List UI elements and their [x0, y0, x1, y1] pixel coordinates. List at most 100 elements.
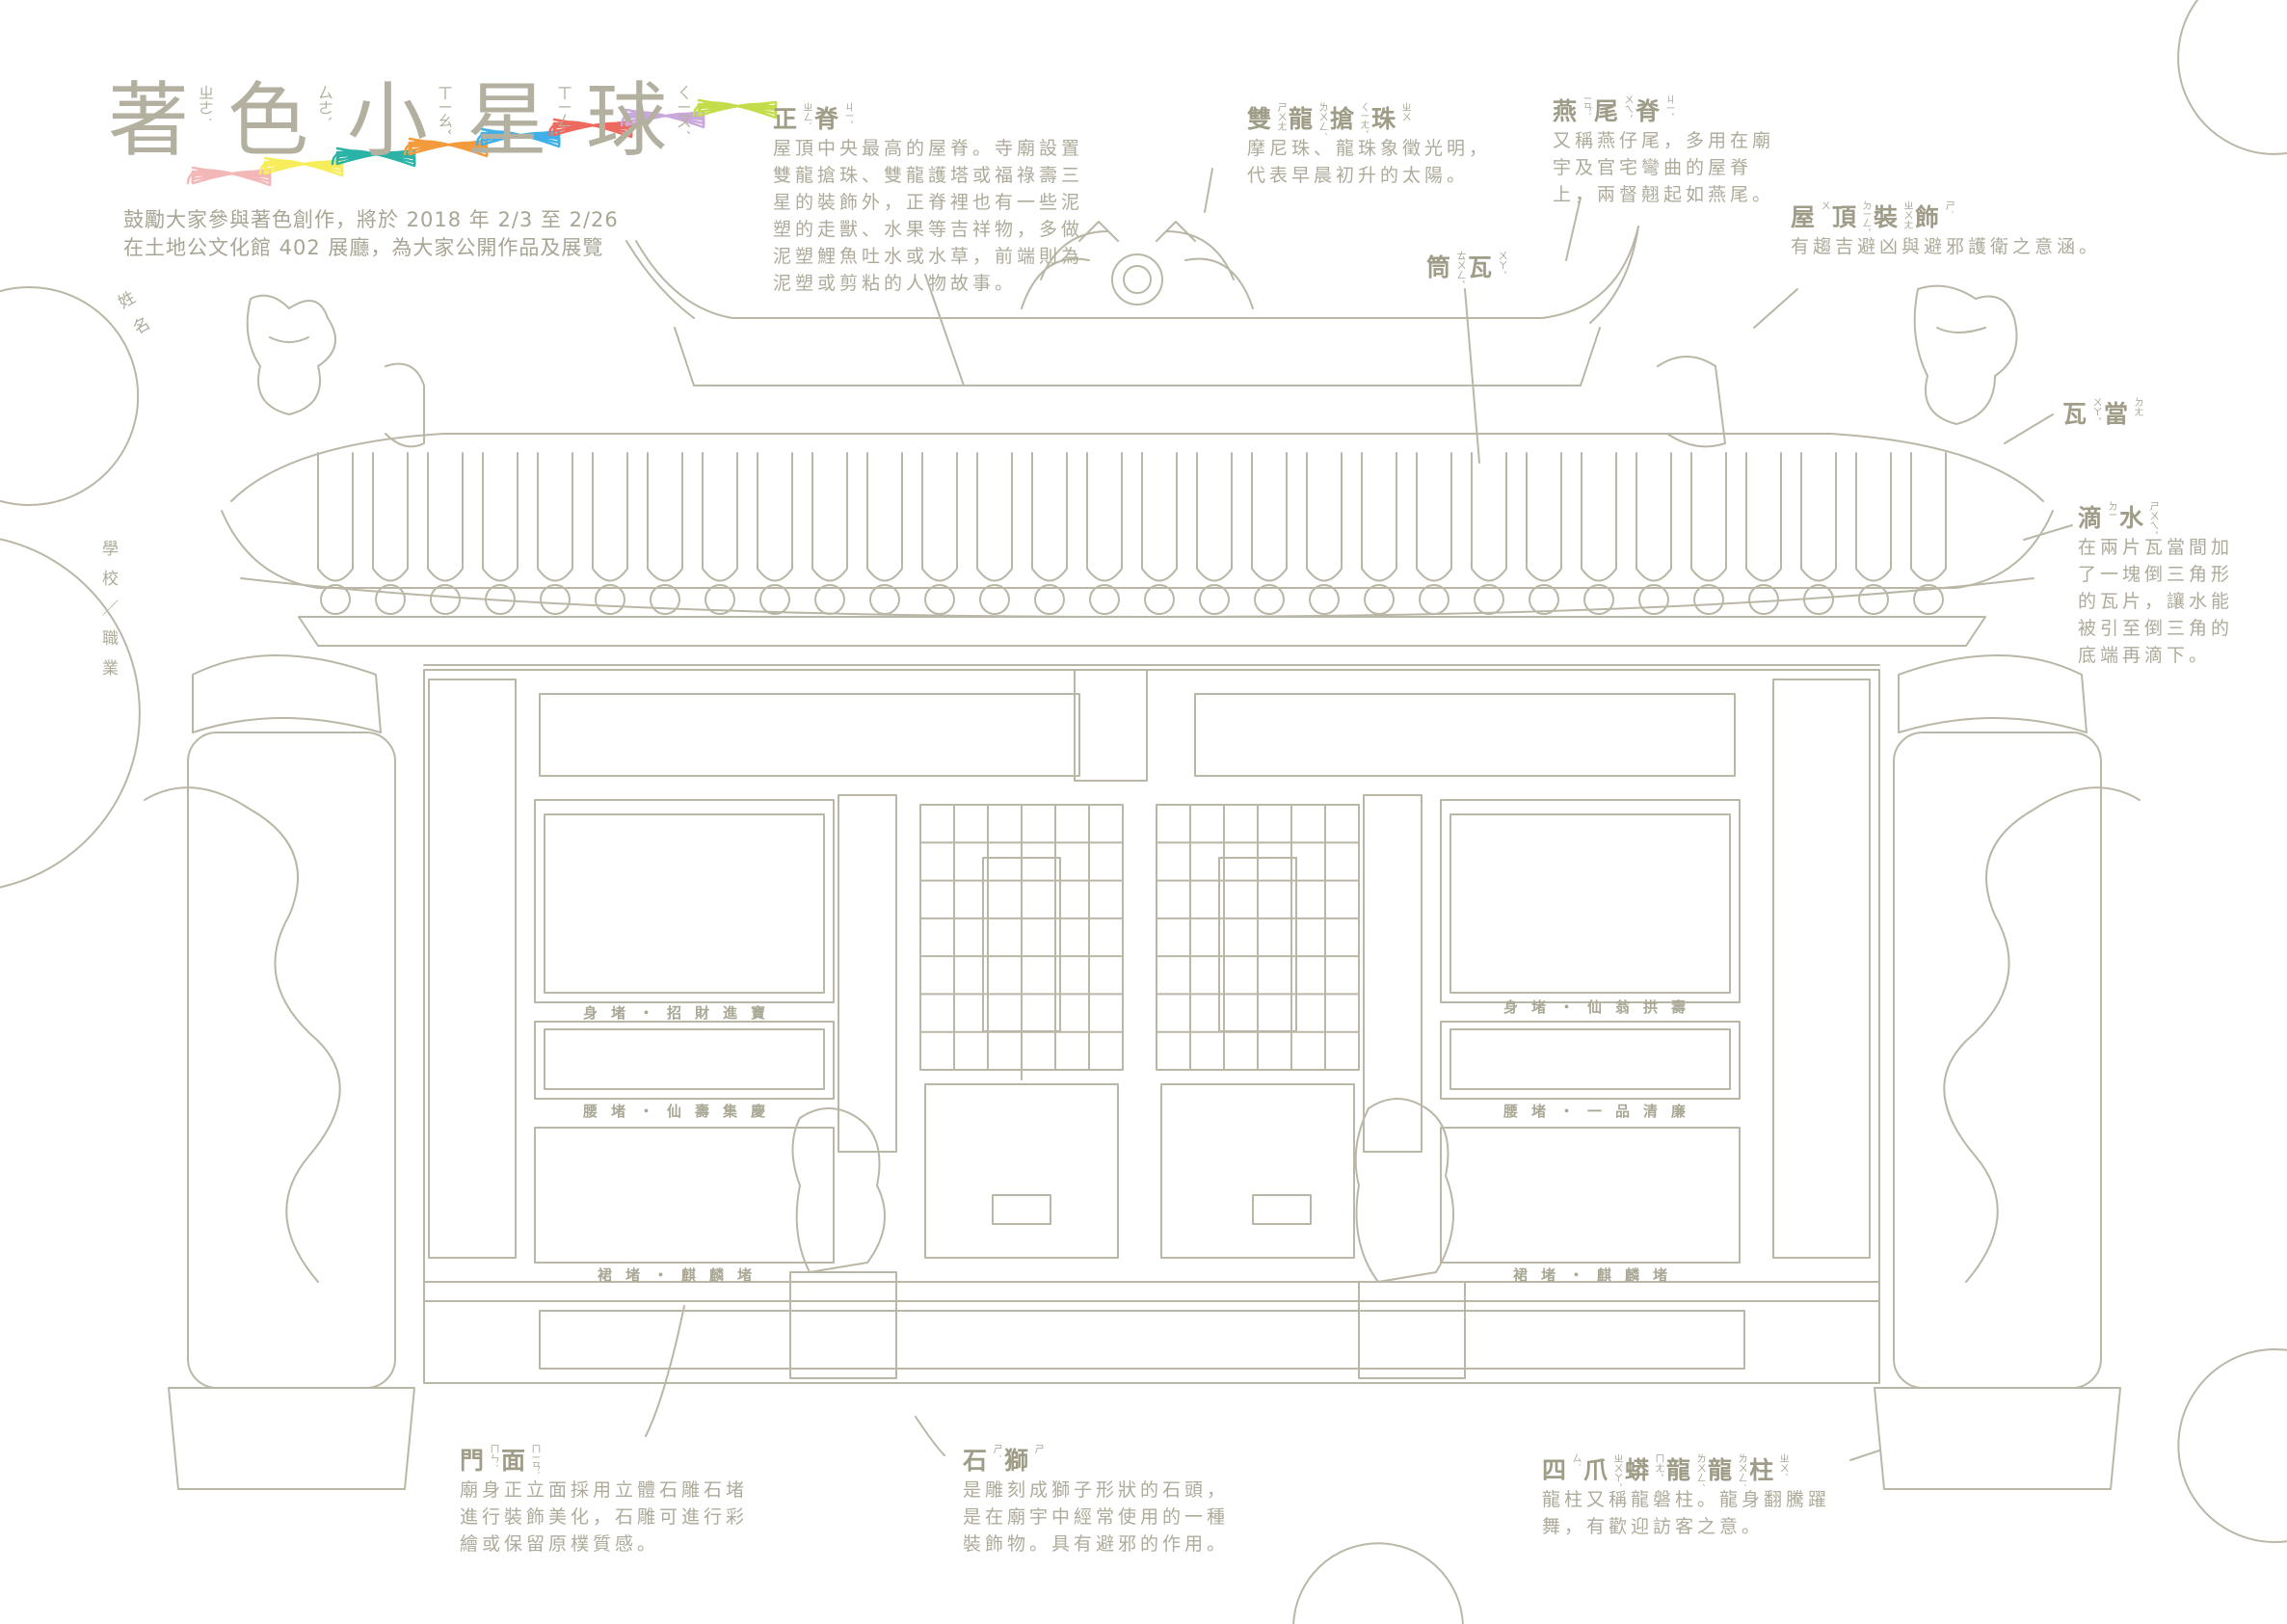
zhuyin: ㄇㄧㄢˋ	[529, 1444, 541, 1476]
tube-tile	[1471, 452, 1507, 582]
heading-char-text: 正	[773, 105, 798, 133]
tube-tile	[1745, 452, 1782, 582]
heading-char-text: 龍	[1666, 1456, 1691, 1484]
annotation-line: 星的裝飾外，正脊裡也有一些泥	[773, 192, 1084, 213]
tile-end-cap	[1089, 584, 1120, 615]
heading-char-text: 脊	[1635, 97, 1661, 125]
heading-char: 蟒ㄇㄤˇ	[1625, 1451, 1664, 1486]
zhuyin: ㄌㄨㄥˊ	[1736, 1453, 1747, 1487]
tile-end-cap	[1529, 584, 1559, 615]
tube-tile	[702, 452, 738, 582]
tube-tile	[1306, 452, 1343, 582]
heading-char: 雙ㄕㄨㄤ	[1247, 100, 1287, 135]
heading-char: 筒ㄊㄨㄥˇ	[1426, 249, 1466, 284]
stone-lion-right	[1354, 1098, 1466, 1379]
heading-char: 瓦ㄨㄚˇ	[1468, 249, 1506, 283]
heading-char: 爪ㄓㄨㄚˇ	[1583, 1451, 1622, 1487]
title-zhuyin: ㄓㄜ˙	[196, 85, 214, 123]
tube-tile	[1196, 452, 1233, 582]
roof-guardian-right	[1657, 284, 2018, 448]
annotation-line: 底端再滴下。	[2078, 645, 2212, 666]
intro-text: 鼓勵大家參與著色創作，將於 2018 年 2/3 至 2/26 在土地公文化館 …	[123, 206, 619, 262]
heading-char: 尾ㄨㄟˇ	[1594, 93, 1633, 127]
tube-tile	[1251, 452, 1288, 582]
zhuyin: ㄇㄤˇ	[1653, 1453, 1664, 1478]
annotation-line: 在兩片瓦當間加	[2078, 537, 2234, 558]
annotation-line: 塑的走獸、水果等吉祥物，多做	[773, 219, 1084, 240]
tube-tile	[866, 452, 903, 582]
tile-end-cap	[814, 584, 845, 615]
tile-end-cap	[979, 584, 1010, 615]
heading-char-text: 屋	[1791, 203, 1816, 231]
color-scribble	[403, 137, 489, 158]
zhuyin: ㄧㄢˋ	[1581, 94, 1592, 117]
zhuyin: ㄉㄧ	[2106, 501, 2117, 519]
heading-char-text: 裝	[1874, 203, 1899, 231]
deco-circle-top-right	[2177, 0, 2287, 155]
tile-end-cap	[924, 584, 955, 615]
tile-end-cap	[1364, 584, 1395, 615]
heading-char-text: 珠	[1371, 105, 1396, 133]
heading-char-text: 面	[501, 1447, 526, 1475]
zhuyin: ㄊㄨㄥˇ	[1454, 251, 1466, 284]
zhuyin: ㄌㄨㄥˊ	[1694, 1453, 1706, 1487]
tube-tile	[1141, 452, 1178, 582]
zhuyin: ㄓㄨ	[1399, 102, 1411, 121]
tube-tile	[1690, 452, 1727, 582]
tile-end-cap	[1199, 584, 1230, 615]
heading-char-text: 爪	[1583, 1456, 1609, 1484]
tube-tile	[1855, 452, 1892, 582]
name-circle[interactable]	[0, 286, 140, 506]
annotation-body: 龍柱又稱龍磐柱。龍身翻騰躍舞，有歡迎訪客之意。	[1542, 1486, 1830, 1540]
tube-tile	[537, 452, 573, 582]
heading-char-text: 門	[460, 1447, 485, 1475]
heading-char-text: 石	[963, 1447, 988, 1475]
annotation-line: 繪或保留原樸質感。	[460, 1533, 660, 1555]
heading-char: 脊ㄐㄧˇ	[814, 100, 854, 135]
tile-end-cap	[705, 584, 735, 615]
heading-char-text: 飾	[1915, 203, 1940, 231]
title-zhuyin: ㄙㄜˋ	[315, 85, 333, 123]
zhuyin: ㄙˋ	[1570, 1453, 1582, 1468]
heading-char: 柱ㄓㄨˋ	[1749, 1451, 1788, 1486]
heading-char-text: 搶	[1330, 105, 1355, 133]
title-zhuyin: ㄑㄧㄡˊ	[674, 85, 692, 136]
heading-char-text: 尾	[1594, 97, 1619, 125]
annotation-line: 摩尼珠、龍珠象徵光明，	[1247, 138, 1492, 159]
tube-tile	[317, 452, 354, 582]
tile-end-cap	[650, 584, 680, 615]
heading-char: 飾ㄕˋ	[1915, 199, 1954, 233]
zhuyin: ㄇㄣˊ	[488, 1444, 499, 1468]
tube-tile	[1581, 452, 1617, 582]
deco-circle-bottom	[1292, 1542, 1464, 1624]
tube-tile	[592, 452, 628, 582]
annotation-line: 屋頂中央最高的屋脊。寺廟設置	[773, 138, 1084, 159]
tile-end-cap	[1858, 584, 1889, 615]
zhuyin: ㄕㄨㄟˇ	[2147, 501, 2159, 535]
zhuyin: ㄕㄨㄤ	[1275, 102, 1287, 131]
tile-end-cap	[1583, 584, 1614, 615]
annotation-line: 雙龍搶珠、雙龍護塔或福祿壽三	[773, 165, 1084, 186]
heading-char-text: 瓦	[1468, 253, 1493, 281]
intro-line: 鼓勵大家參與著色創作，將於 2018 年 2/3 至 2/26	[123, 208, 619, 231]
zhuyin: ㄐㄧˇ	[1663, 94, 1675, 117]
annotation-line: 有趨吉避凶與避邪護衛之意涵。	[1791, 236, 2102, 257]
tube-tile	[1031, 452, 1068, 582]
heading-char: 石ㄕˊ	[963, 1442, 1001, 1477]
leader-lines	[645, 168, 2073, 1461]
tube-tile	[647, 452, 683, 582]
zhuyin: ㄕ	[1032, 1444, 1044, 1453]
zhuyin: ㄨ	[1819, 200, 1830, 210]
ridge-dragons-pearl	[1021, 221, 1254, 309]
roof-guardian-left	[246, 294, 425, 448]
tube-tile	[757, 452, 793, 582]
zhuyin: ㄐㄧˇ	[842, 102, 854, 124]
heading-char-text: 龍	[1708, 1456, 1733, 1484]
panel-label-left-skirt: 裙堵・麒麟堵	[598, 1266, 766, 1284]
annotation-line: 上，兩督翹起如燕尾。	[1553, 184, 1775, 205]
school-circle[interactable]	[0, 538, 141, 889]
